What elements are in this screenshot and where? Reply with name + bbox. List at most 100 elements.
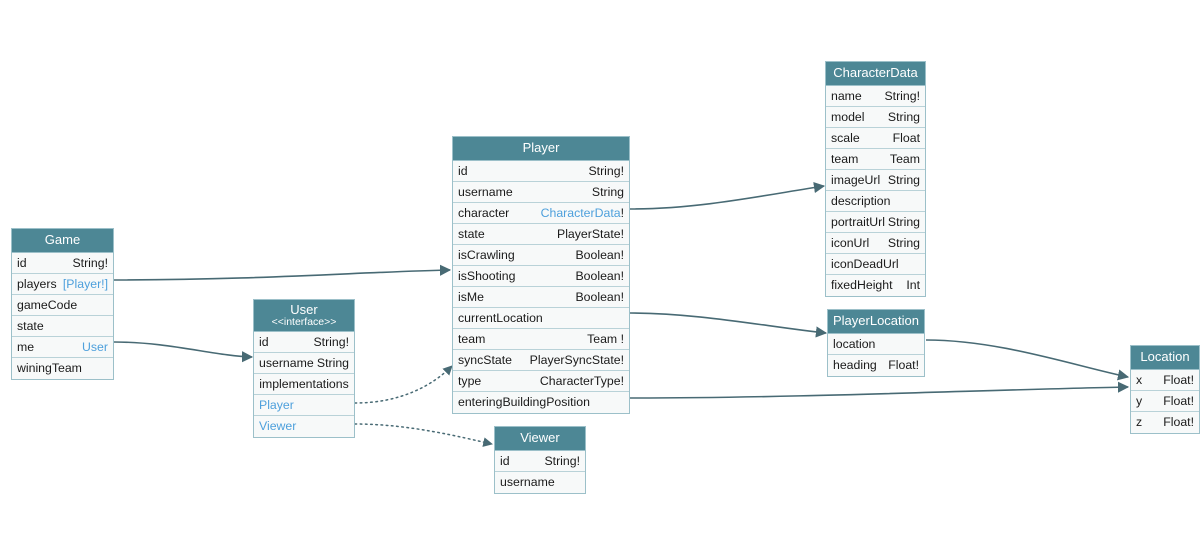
field-name: isShooting — [458, 269, 516, 283]
field-name: type — [458, 374, 482, 388]
entity-player-header: Player — [453, 137, 629, 161]
field-type: Float — [892, 131, 920, 145]
edge-game-players-to-player — [113, 264, 452, 281]
entity-player[interactable]: Player id String! username String charac… — [452, 136, 630, 414]
entity-game[interactable]: Game id String! players [Player!] gameCo… — [11, 228, 114, 380]
entity-viewer[interactable]: Viewer id String! username String — [494, 426, 586, 494]
field-type: Float! — [1163, 415, 1194, 429]
field-row[interactable]: id String! — [12, 253, 113, 274]
field-row[interactable]: state PlayerState! — [453, 224, 629, 245]
field-type-link[interactable]: User — [82, 340, 108, 354]
field-type: String — [316, 356, 349, 370]
field-row[interactable]: description String — [826, 191, 925, 212]
field-type-composite[interactable]: CharacterData! — [541, 203, 624, 223]
field-row[interactable]: winingTeam Team — [12, 358, 113, 379]
field-row[interactable]: name String! — [826, 86, 925, 107]
field-row[interactable]: players [Player!] — [12, 274, 113, 295]
field-row[interactable]: imageUrl String — [826, 170, 925, 191]
field-row[interactable]: gameCode String! — [12, 295, 113, 316]
field-row[interactable]: currentLocation PlayerLocation! — [453, 308, 629, 329]
field-name: heading — [833, 358, 877, 372]
field-name: imageUrl — [831, 173, 881, 187]
field-row[interactable]: state GameState! — [12, 316, 113, 337]
field-row[interactable]: character CharacterData! — [453, 203, 629, 224]
field-name: id — [17, 256, 27, 270]
entity-viewer-header: Viewer — [495, 427, 585, 451]
entity-player-title: Player — [522, 140, 560, 155]
entity-user[interactable]: User <<interface>> id String! username S… — [253, 299, 355, 438]
field-name: id — [259, 335, 269, 349]
field-row[interactable]: id String! — [453, 161, 629, 182]
field-row[interactable]: portraitUrl String — [826, 212, 925, 233]
implementations-label-row: implementations — [254, 374, 354, 395]
field-type: Boolean! — [575, 290, 624, 304]
field-row[interactable]: isShooting Boolean! — [453, 266, 629, 287]
entity-player-location[interactable]: PlayerLocation location Location! headin… — [827, 309, 925, 377]
field-row[interactable]: team Team — [826, 149, 925, 170]
entity-location[interactable]: Location x Float! y Float! z Float! — [1130, 345, 1200, 434]
field-type: String — [548, 492, 580, 493]
edge-player-character-to-characterdata — [629, 181, 826, 210]
implementation-link-viewer[interactable]: Viewer — [259, 419, 297, 433]
field-row[interactable]: id String! — [254, 332, 354, 353]
field-type: Boolean! — [575, 248, 624, 262]
field-row[interactable]: location Location! — [828, 334, 924, 355]
field-type: String — [887, 110, 920, 124]
field-row[interactable]: team Team ! — [453, 329, 629, 350]
entity-user-title: User — [290, 302, 318, 317]
field-name: description — [831, 194, 891, 208]
field-row[interactable]: heading Float! — [828, 355, 924, 376]
field-name: username — [259, 356, 314, 370]
field-type-link[interactable]: [Player!] — [62, 277, 108, 291]
field-row[interactable]: z Float! — [1131, 412, 1199, 433]
field-row[interactable]: username String — [254, 353, 354, 374]
field-type-link[interactable]: CharacterData — [540, 206, 621, 220]
field-row[interactable]: y Float! — [1131, 391, 1199, 412]
field-row[interactable]: enteringBuildingPosition Location — [453, 392, 629, 413]
implementation-link-player[interactable]: Player — [259, 398, 294, 412]
field-row[interactable]: me User — [12, 337, 113, 358]
edge-player-currentlocation-to-playerlocation — [629, 312, 828, 338]
field-name: isMe — [458, 290, 484, 304]
entity-game-title: Game — [44, 232, 81, 247]
entity-player-location-header: PlayerLocation — [828, 310, 924, 334]
field-row[interactable]: username String — [453, 182, 629, 203]
entity-character-data-header: CharacterData — [826, 62, 925, 86]
field-row[interactable]: username String — [495, 472, 585, 493]
field-row[interactable]: iconUrl String — [826, 233, 925, 254]
field-name: gameCode — [17, 298, 78, 312]
implementation-row[interactable]: Viewer — [254, 416, 354, 437]
field-type: CharacterType! — [539, 374, 624, 388]
implementations-label: implementations — [259, 377, 349, 391]
field-name: me — [17, 340, 35, 354]
field-type: String — [887, 236, 920, 250]
field-row[interactable]: type CharacterType! — [453, 371, 629, 392]
edge-player-enteringbuildingposition-to-location — [629, 381, 1130, 399]
field-name: team — [831, 152, 859, 166]
field-row[interactable]: id String! — [495, 451, 585, 472]
field-row[interactable]: x Float! — [1131, 370, 1199, 391]
entity-user-stereotype: <<interface>> — [271, 316, 337, 328]
field-name: winingTeam — [17, 361, 82, 375]
entity-character-data-title: CharacterData — [833, 65, 918, 80]
field-name: y — [1136, 394, 1143, 408]
entity-location-header: Location — [1131, 346, 1199, 370]
field-type-link[interactable]: Location — [578, 412, 625, 413]
field-type-suffix: ! — [620, 206, 624, 220]
field-row[interactable]: syncState PlayerSyncState! — [453, 350, 629, 371]
field-name: character — [458, 206, 510, 220]
field-name: team — [458, 332, 486, 346]
entity-viewer-title: Viewer — [520, 430, 560, 445]
field-row[interactable]: model String — [826, 107, 925, 128]
field-type: PlayerState! — [557, 227, 624, 241]
field-row[interactable]: isMe Boolean! — [453, 287, 629, 308]
field-row[interactable]: scale Float — [826, 128, 925, 149]
field-type: String! — [884, 89, 920, 103]
field-row[interactable]: fixedHeight Int — [826, 275, 925, 296]
field-row[interactable]: iconDeadUrl String — [826, 254, 925, 275]
implementation-row[interactable]: Player — [254, 395, 354, 416]
field-name: name — [831, 89, 862, 103]
field-row[interactable]: isCrawling Boolean! — [453, 245, 629, 266]
field-type: String! — [544, 454, 580, 468]
entity-character-data[interactable]: CharacterData name String! model String … — [825, 61, 926, 297]
